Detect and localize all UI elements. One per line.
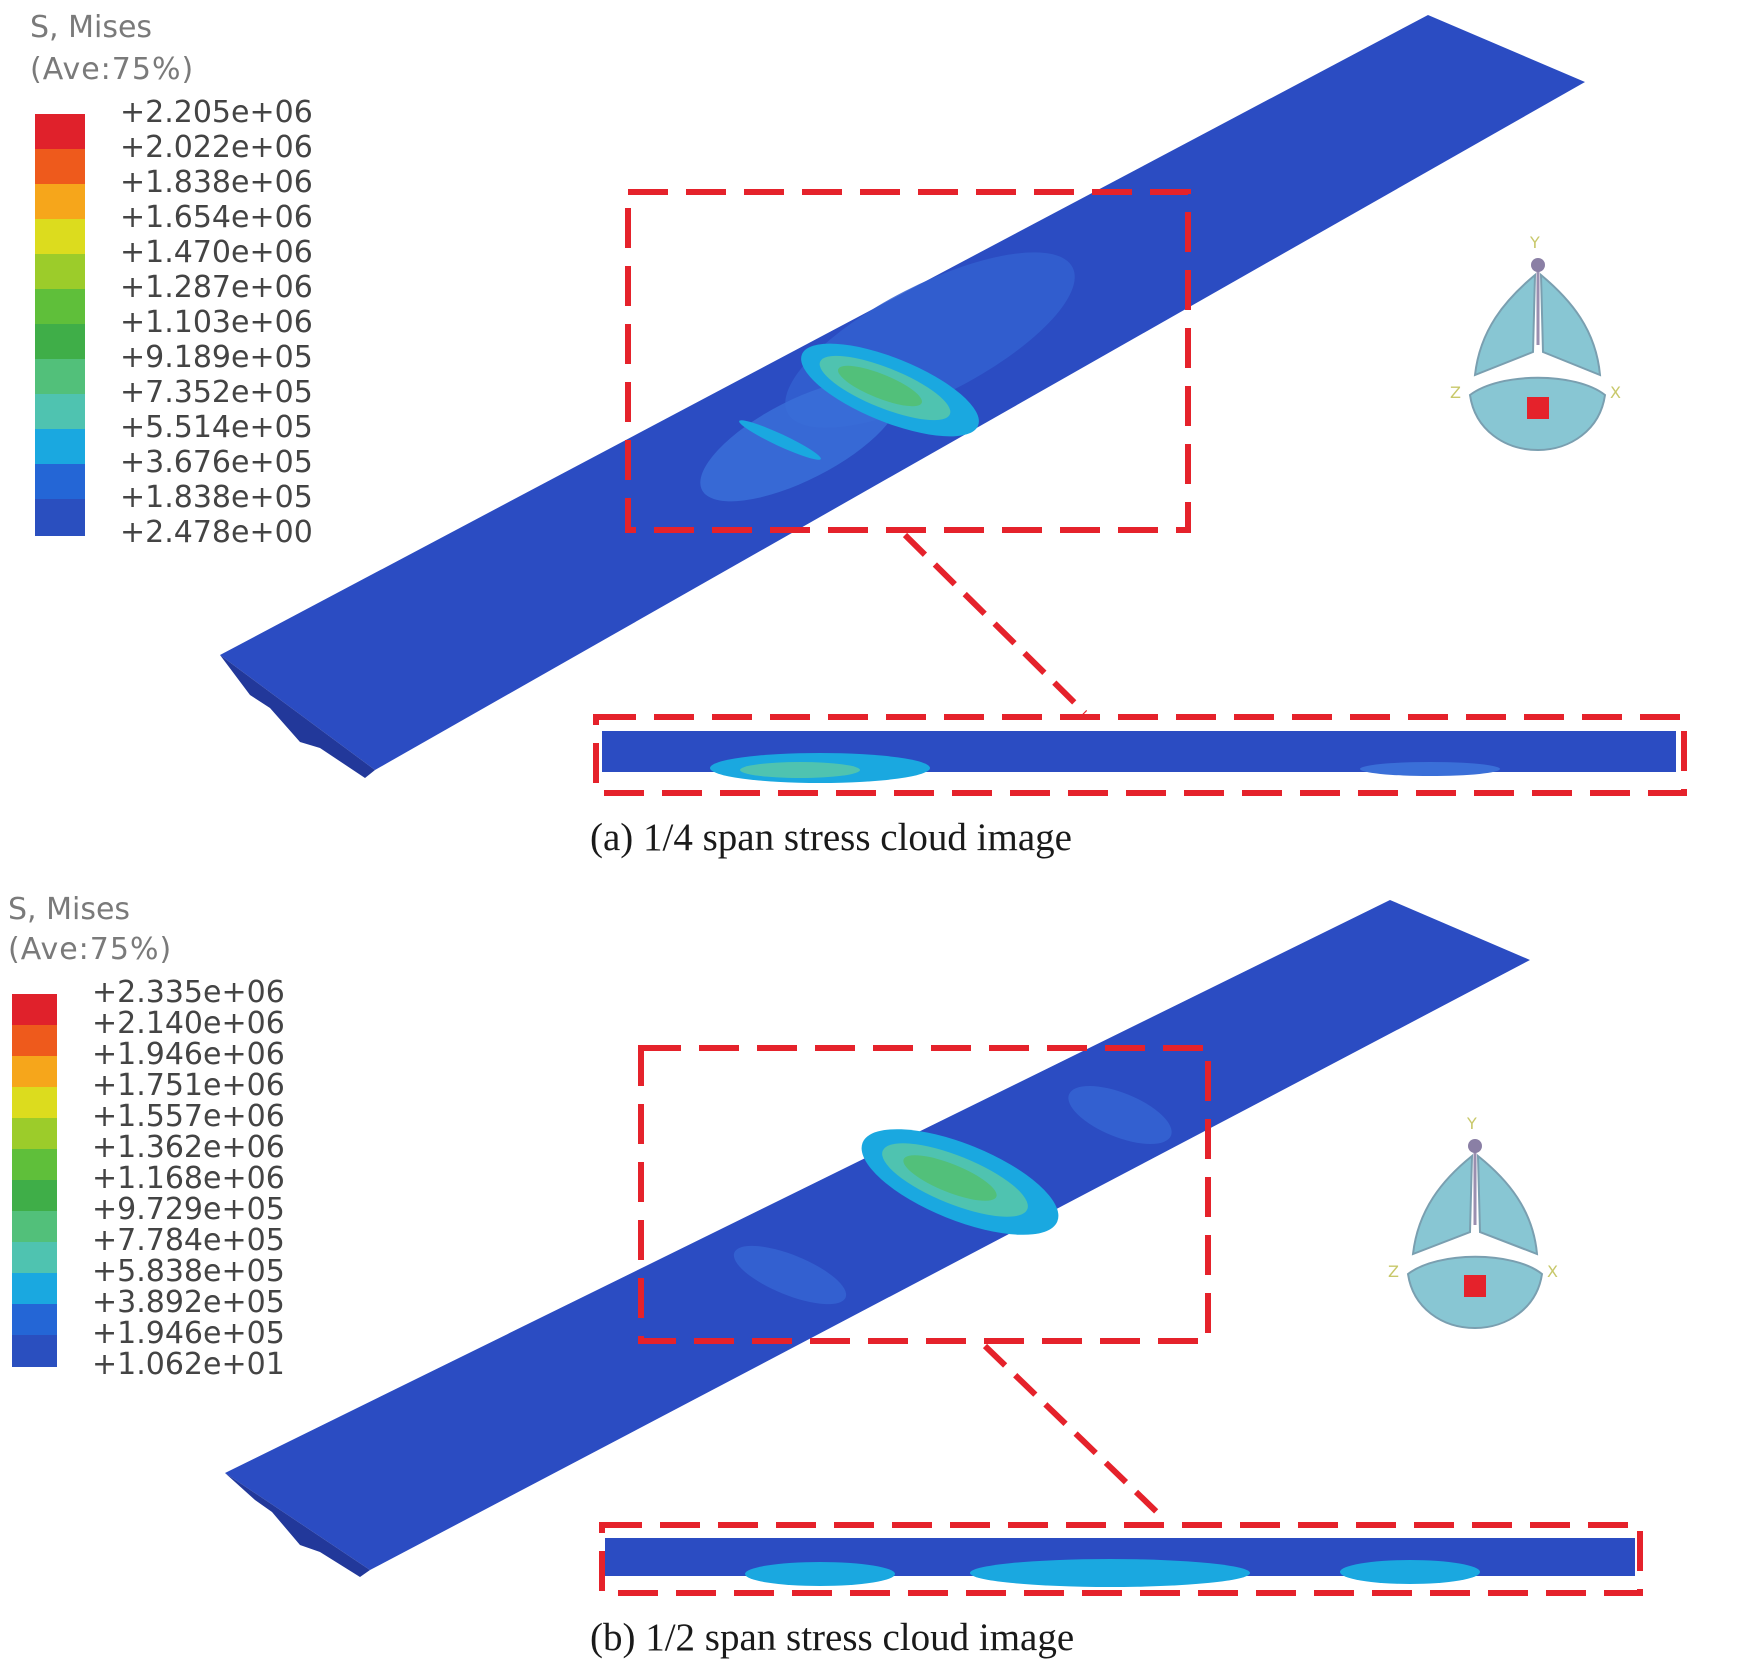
legend-band xyxy=(12,1180,57,1211)
triad-left-lobe xyxy=(1473,272,1537,377)
triad-z-label: Z xyxy=(1450,383,1461,402)
triad-x-label: X xyxy=(1610,383,1621,402)
legend-colorbar xyxy=(12,994,57,1367)
legend-band xyxy=(35,359,85,394)
section-detail-box xyxy=(593,714,1687,796)
triad-origin-marker xyxy=(1527,397,1549,419)
legend-band xyxy=(35,499,85,536)
legend-level: +1.557e+06 xyxy=(92,1099,285,1134)
legend-level: +1.946e+06 xyxy=(92,1037,285,1072)
legend-level: +9.189e+05 xyxy=(120,340,313,375)
legend-title: S, Mises xyxy=(30,10,153,45)
legend-level: +5.514e+05 xyxy=(120,410,313,445)
legend-level: +2.335e+06 xyxy=(92,975,285,1010)
legend-band xyxy=(35,324,85,359)
legend-band xyxy=(12,1118,57,1149)
legend-band xyxy=(12,1304,57,1335)
legend-band xyxy=(35,464,85,499)
legend-title: S, Mises xyxy=(8,892,131,927)
legend-level: +1.362e+06 xyxy=(92,1130,285,1165)
section-detail-box xyxy=(599,1522,1643,1596)
zoom-region-box xyxy=(625,189,1191,533)
legend-band xyxy=(35,394,85,429)
legend-band xyxy=(12,994,57,1025)
stress-concentration-core xyxy=(838,365,922,407)
stress-region-mid xyxy=(700,378,900,502)
legend-level: +5.838e+05 xyxy=(92,1254,285,1289)
caption-quarter-span: (a) 1/4 span stress cloud image xyxy=(590,816,1072,859)
legend-band xyxy=(12,1211,57,1242)
quarter-span-model-view xyxy=(35,15,1687,796)
legend-level: +1.287e+06 xyxy=(120,270,313,305)
caption-half-span: (b) 1/2 span stress cloud image xyxy=(590,1616,1075,1659)
legend-band xyxy=(12,1149,57,1180)
legend-subtitle: (Ave:75%) xyxy=(8,932,173,967)
triad-right-lobe xyxy=(1476,1153,1539,1256)
plate-side xyxy=(220,655,375,778)
section-stress-core xyxy=(740,762,860,778)
legend-level: +7.784e+05 xyxy=(92,1223,285,1258)
legend-level: +1.062e+01 xyxy=(92,1347,285,1382)
legend-band xyxy=(12,1335,57,1367)
zoom-connector-line xyxy=(902,532,1088,716)
triad-x-label: X xyxy=(1547,1262,1558,1281)
legend-subtitle: (Ave:75%) xyxy=(30,52,195,87)
legend-level: +3.892e+05 xyxy=(92,1285,285,1320)
half-span-model-view xyxy=(12,900,1643,1596)
legend-band xyxy=(12,1025,57,1056)
stress-concentration-core xyxy=(903,1155,997,1201)
legend-level: +2.140e+06 xyxy=(92,1006,285,1041)
legend-band xyxy=(35,114,85,149)
legend-band xyxy=(12,1273,57,1304)
view-triad xyxy=(1406,1139,1544,1330)
view-triad xyxy=(1468,258,1607,452)
stress-streak xyxy=(739,420,821,460)
stress-region-low xyxy=(1068,1086,1172,1144)
legend-level: +2.205e+06 xyxy=(120,95,313,130)
legend-level: +7.352e+05 xyxy=(120,375,313,410)
legend-band xyxy=(12,1087,57,1118)
legend-level: +3.676e+05 xyxy=(120,445,313,480)
triad-z-label: Z xyxy=(1388,1262,1399,1281)
section-stress-right xyxy=(1340,1560,1480,1584)
triad-right-lobe xyxy=(1539,272,1602,377)
zoom-connector-line xyxy=(982,1343,1166,1521)
triad-y-knob xyxy=(1531,258,1545,272)
triad-left-lobe xyxy=(1411,1153,1474,1256)
legend-band xyxy=(35,254,85,289)
triad-y-label: Y xyxy=(1530,233,1540,252)
legend-band xyxy=(12,1056,57,1087)
legend-level: +1.168e+06 xyxy=(92,1161,285,1196)
legend-level: +1.103e+06 xyxy=(120,305,313,340)
plate-top-surface xyxy=(225,900,1530,1570)
legend-band xyxy=(35,219,85,254)
legend-level: +1.946e+05 xyxy=(92,1316,285,1351)
legend-level: +1.751e+06 xyxy=(92,1068,285,1103)
triad-y-knob xyxy=(1468,1139,1482,1153)
legend-level: +1.470e+06 xyxy=(120,235,313,270)
panel-quarter-span: S, Mises (Ave:75%) +2.205e+06 +2.022e+06… xyxy=(30,10,1687,859)
legend-level: +1.838e+05 xyxy=(120,480,313,515)
legend-level: +2.478e+00 xyxy=(120,515,313,550)
legend-level: +1.654e+06 xyxy=(120,200,313,235)
triad-origin-marker xyxy=(1464,1275,1486,1297)
legend-band xyxy=(12,1242,57,1273)
legend-level: +2.022e+06 xyxy=(120,130,313,165)
section-stress-zone xyxy=(745,1562,895,1586)
triad-y-label: Y xyxy=(1467,1114,1477,1133)
section-stress-core xyxy=(970,1559,1250,1587)
section-stress-right xyxy=(1360,762,1500,776)
legend-band xyxy=(35,429,85,464)
legend-level: +9.729e+05 xyxy=(92,1192,285,1227)
legend-band xyxy=(35,149,85,184)
zoom-region-box xyxy=(638,1045,1211,1344)
panel-half-span: S, Mises (Ave:75%) +2.335e+06 +2.140e+06… xyxy=(0,880,1750,1664)
legend-band xyxy=(35,289,85,324)
legend-colorbar xyxy=(35,114,85,536)
plate-side xyxy=(225,1473,370,1577)
legend-level: +1.838e+06 xyxy=(120,165,313,200)
legend-band xyxy=(35,184,85,219)
stress-region-mid xyxy=(733,1245,847,1305)
